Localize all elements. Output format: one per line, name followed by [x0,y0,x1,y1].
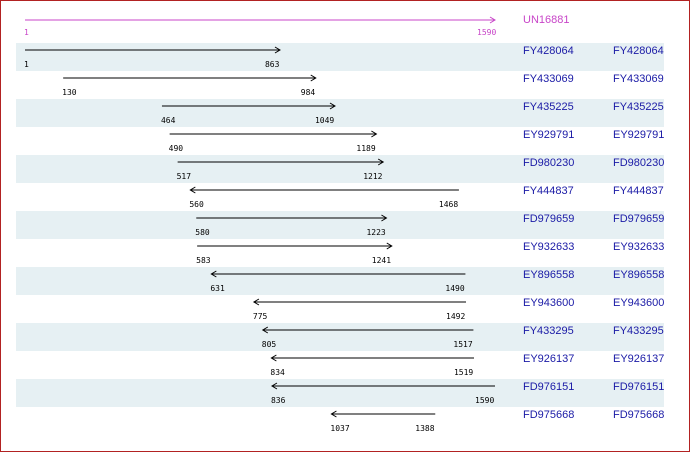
alignment-id-link-secondary[interactable]: EY896558 [613,269,665,281]
alignment-id-link[interactable]: FY444837 [523,185,574,197]
alignment-arrowhead [330,410,337,418]
alignment-start-number: 517 [176,172,192,181]
alignment-id-link-secondary[interactable]: FY444837 [613,185,664,197]
alignment-end-number: 1519 [453,368,474,377]
alignment-id-link[interactable]: FD980230 [523,157,575,169]
alignment-arrowhead [270,354,277,362]
alignment-start-number: 775 [252,312,268,321]
alignment-start-number: 834 [270,368,285,377]
alignment-row [16,155,664,183]
alignment-arrowhead [329,102,336,110]
alignment-arrowhead [274,46,281,54]
alignment-arrowhead [377,158,385,166]
alignment-id-link[interactable]: EY929791 [523,129,575,141]
alignment-id-link[interactable]: FD979659 [523,213,575,225]
alignment-id-link-secondary[interactable]: FY433295 [613,325,664,337]
alignment-end-number: 1212 [363,172,383,181]
alignment-id-link-secondary[interactable]: FY435225 [613,101,664,113]
alignment-id-link[interactable]: EY932633 [523,241,575,253]
alignment-arrowhead [261,326,269,334]
alignment-row [16,323,664,351]
alignment-end-number: 1223 [366,228,386,237]
alignment-start-number: 580 [195,228,210,237]
alignment-end-number: 1492 [446,312,466,321]
alignment-arrowhead [210,270,217,278]
alignment-end-number: 1468 [438,200,459,209]
alignment-end-number: 1189 [356,144,376,153]
alignment-id-link[interactable]: FY433069 [523,73,574,85]
alignment-row [16,379,664,407]
alignment-start-number: 130 [62,88,77,97]
alignment-row [16,211,664,239]
alignment-start-number: 490 [168,144,184,153]
alignment-row [16,43,664,71]
alignment-arrowhead [252,298,260,306]
reference-end-number: 1590 [477,28,497,37]
alignment-row [16,99,664,127]
alignment-start-number: 836 [270,396,286,405]
alignment-id-link[interactable]: FY428064 [523,45,574,57]
alignment-end-number: 863 [264,60,280,69]
alignment-id-link-secondary[interactable]: EY926137 [613,353,665,365]
alignment-id-link-secondary[interactable]: FD980230 [613,157,665,169]
alignment-end-number: 1049 [314,116,335,125]
alignment-arrowhead [310,74,317,82]
alignment-id-link[interactable]: EY943600 [523,297,575,309]
alignment-id-link-secondary[interactable]: EY943600 [613,297,665,309]
alignment-start-number: 631 [210,284,225,293]
alignment-start-number: 560 [189,200,204,209]
alignment-id-link[interactable]: EY896558 [523,269,575,281]
alignment-arrowhead [386,242,393,250]
reference-arrowhead [489,16,496,24]
alignment-id-link-secondary[interactable]: EY929791 [613,129,665,141]
alignment-arrowhead [271,382,278,390]
reference-id-label[interactable]: UN16881 [523,14,570,26]
alignment-start-number: 583 [196,256,211,265]
alignment-end-number: 1241 [371,256,392,265]
alignment-start-number: 1037 [330,424,350,433]
alignment-start-number: 464 [160,116,176,125]
alignment-end-number: 1590 [475,396,495,405]
alignment-id-link[interactable]: EY926137 [523,353,575,365]
alignment-id-link-secondary[interactable]: FY433069 [613,73,664,85]
alignment-end-number: 1388 [415,424,435,433]
alignment-arrowhead [371,130,378,138]
alignment-id-link[interactable]: FY433295 [523,325,574,337]
alignment-id-link-secondary[interactable]: FD975668 [613,409,665,421]
alignment-end-number: 984 [300,88,316,97]
alignment-id-link-secondary[interactable]: FD979659 [613,213,665,225]
alignment-id-link-secondary[interactable]: FD976151 [613,381,665,393]
alignment-arrowhead [189,186,196,194]
reference-start-number: 1 [24,28,29,37]
alignment-id-link[interactable]: FD976151 [523,381,575,393]
alignment-start-number: 1 [24,60,29,69]
alignment-row [16,267,664,295]
alignment-start-number: 805 [261,340,277,349]
alignment-id-link-secondary[interactable]: EY932633 [613,241,665,253]
alignment-id-link-secondary[interactable]: FY428064 [613,45,664,57]
alignment-id-link[interactable]: FD975668 [523,409,575,421]
alignment-arrowhead [381,214,388,222]
alignment-id-link[interactable]: FY435225 [523,101,574,113]
alignment-end-number: 1517 [453,340,473,349]
alignment-end-number: 1490 [445,284,465,293]
